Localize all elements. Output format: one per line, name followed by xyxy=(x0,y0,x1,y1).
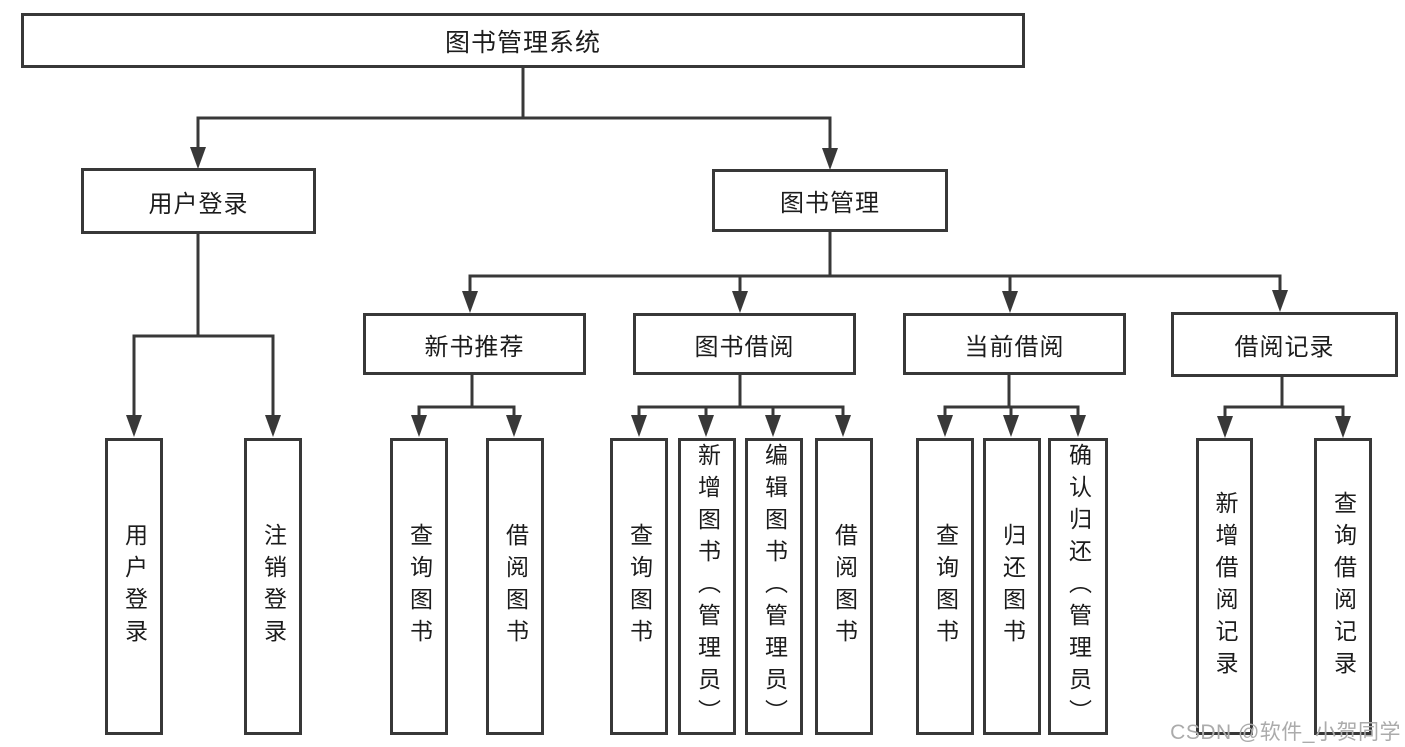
arrowhead-icon xyxy=(1002,291,1018,313)
leaf-borrow-books-recommend: 借阅图书 xyxy=(486,438,544,735)
arrowhead-icon xyxy=(732,291,748,313)
edge-root-to-level2 xyxy=(190,66,838,170)
edge-user-login-children xyxy=(126,234,281,437)
node-borrow-records: 借阅记录 xyxy=(1171,312,1398,377)
edge-book-management-children xyxy=(462,232,1288,313)
leaf-label: 新增图书（管理员） xyxy=(694,442,721,731)
node-label: 用户登录 xyxy=(148,190,249,218)
leaf-logout: 注销登录 xyxy=(244,438,302,735)
leaf-borrow-books: 借阅图书 xyxy=(815,438,873,735)
leaf-user-login: 用户登录 xyxy=(105,438,163,735)
node-label: 新书推荐 xyxy=(424,333,525,361)
node-current-borrow: 当前借阅 xyxy=(903,313,1126,375)
edge-current-borrow-children xyxy=(937,375,1086,437)
leaf-label: 查询图书 xyxy=(626,522,653,651)
leaf-add-borrow-record: 新增借阅记录 xyxy=(1196,438,1253,735)
leaf-query-books-borrow: 查询图书 xyxy=(610,438,668,735)
arrowhead-icon xyxy=(506,415,522,437)
arrowhead-icon xyxy=(1335,416,1351,438)
arrowhead-icon xyxy=(631,415,647,437)
node-book-management: 图书管理 xyxy=(712,169,948,232)
leaf-query-borrow-record: 查询借阅记录 xyxy=(1314,438,1372,735)
leaf-add-books-admin: 新增图书（管理员） xyxy=(678,438,736,735)
leaf-query-books-current: 查询图书 xyxy=(916,438,974,735)
arrowhead-icon xyxy=(835,415,851,437)
leaf-confirm-return-admin: 确认归还（管理员） xyxy=(1048,438,1108,735)
arrowhead-icon xyxy=(822,148,838,170)
node-root-system: 图书管理系统 xyxy=(21,13,1025,68)
node-label: 图书借阅 xyxy=(694,333,795,361)
node-new-book-recommend: 新书推荐 xyxy=(363,313,586,375)
leaf-label: 查询图书 xyxy=(406,522,433,651)
arrowhead-icon xyxy=(190,147,206,169)
leaf-edit-books-admin: 编辑图书（管理员） xyxy=(745,438,803,735)
leaf-label: 新增借阅记录 xyxy=(1212,490,1238,683)
arrowhead-icon xyxy=(265,415,281,437)
leaf-label: 借阅图书 xyxy=(831,522,858,651)
edge-borrow-records-children xyxy=(1217,377,1351,438)
leaf-label: 借阅图书 xyxy=(502,522,529,651)
arrowhead-icon xyxy=(462,291,478,313)
arrowhead-icon xyxy=(1070,415,1086,437)
node-user-login: 用户登录 xyxy=(81,168,316,234)
arrowhead-icon xyxy=(126,415,142,437)
node-label: 图书管理 xyxy=(780,190,880,217)
leaf-label: 注销登录 xyxy=(260,522,287,651)
leaf-label: 归还图书 xyxy=(999,522,1026,651)
leaf-label: 用户登录 xyxy=(121,522,148,651)
arrowhead-icon xyxy=(1272,290,1288,312)
node-book-borrow: 图书借阅 xyxy=(633,313,856,375)
leaf-query-books-recommend: 查询图书 xyxy=(390,438,448,735)
leaf-label: 查询借阅记录 xyxy=(1330,490,1357,683)
node-label: 借阅记录 xyxy=(1234,334,1335,361)
leaf-return-books: 归还图书 xyxy=(983,438,1041,735)
csdn-watermark: CSDN @软件_小贺同学 xyxy=(1170,721,1401,744)
arrowhead-icon xyxy=(411,415,427,437)
edge-book-borrow-children xyxy=(631,375,851,437)
arrowhead-icon xyxy=(698,415,714,437)
arrowhead-icon xyxy=(1217,416,1233,438)
node-label: 图书管理系统 xyxy=(444,28,601,57)
arrowhead-icon xyxy=(765,415,781,437)
leaf-label: 查询图书 xyxy=(932,522,959,651)
node-label: 当前借阅 xyxy=(964,333,1065,361)
leaf-label: 编辑图书（管理员） xyxy=(761,442,788,731)
edge-new-book-recommend-children xyxy=(411,375,522,437)
arrowhead-icon xyxy=(1003,415,1019,437)
leaf-label: 确认归还（管理员） xyxy=(1065,442,1092,731)
arrowhead-icon xyxy=(937,415,953,437)
